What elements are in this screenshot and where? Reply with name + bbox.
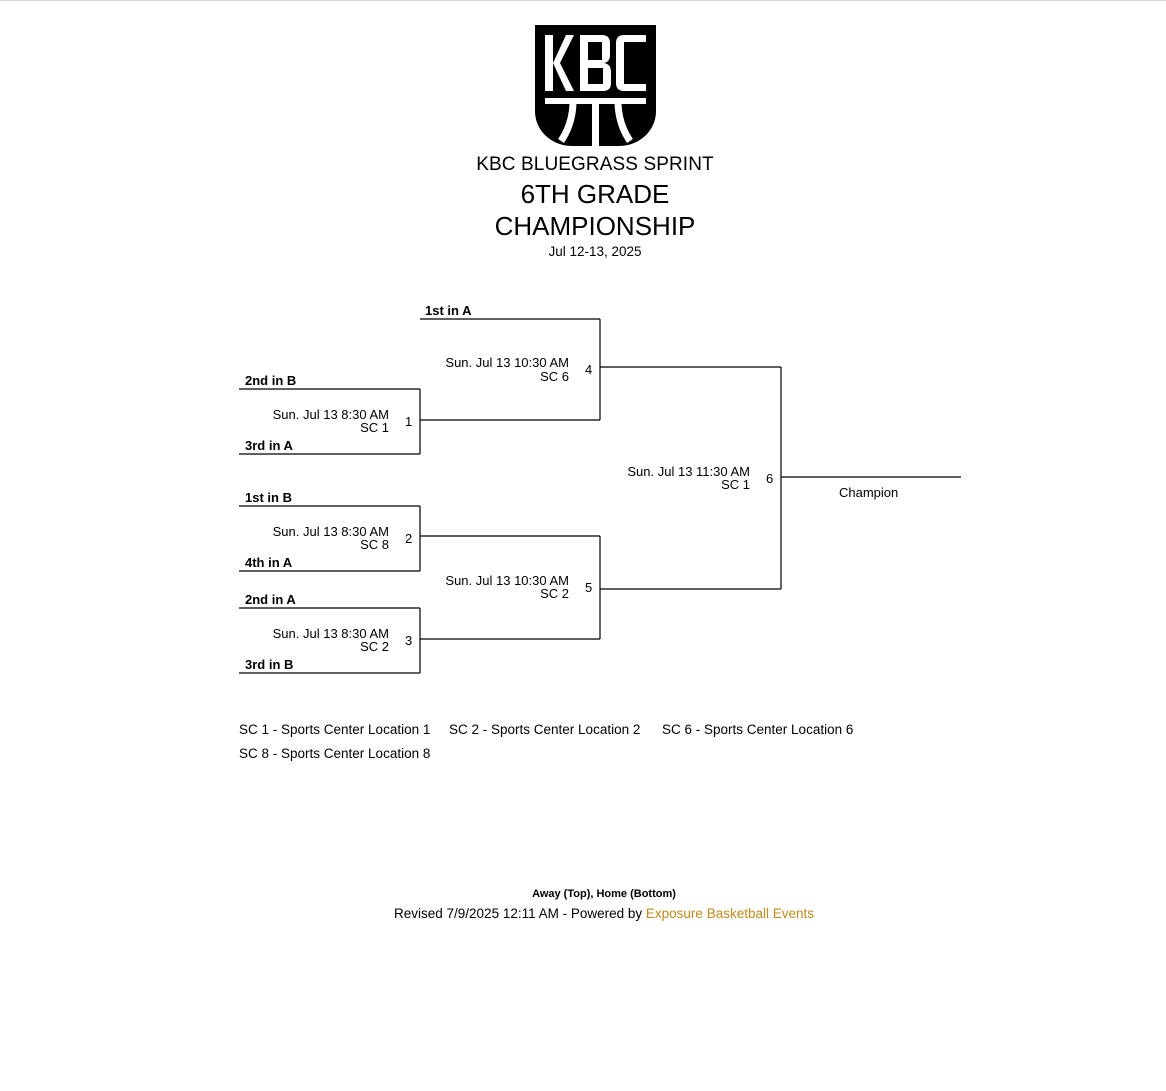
team-slot-4th-in-a: 4th in A (245, 555, 293, 570)
event-dates: Jul 12-13, 2025 (548, 244, 642, 259)
champion-label: Champion (839, 485, 899, 500)
game-number: 2 (405, 531, 413, 546)
game-number: 1 (405, 414, 413, 429)
game-location: SC 2 (540, 586, 569, 601)
team-slot-1st-in-b: 1st in B (245, 490, 292, 505)
team-slot-3rd-in-a: 3rd in A (245, 438, 293, 453)
game-time: Sun. Jul 13 8:30 AM (272, 524, 389, 539)
team-slot-2nd-in-a: 2nd in A (245, 592, 296, 607)
revised-text: Revised 7/9/2025 12:11 AM - Powered by (394, 906, 646, 921)
game-time: Sun. Jul 13 11:30 AM (627, 464, 750, 479)
game-number: 5 (585, 580, 593, 595)
game-location: SC 8 (360, 537, 389, 552)
team-slot-2nd-in-b: 2nd in B (245, 373, 297, 388)
game-number: 6 (766, 471, 774, 486)
bracket-lines (239, 318, 961, 674)
team-slot-3rd-in-b: 3rd in B (245, 657, 294, 672)
venue-legend-item: SC 6 - Sports Center Location 6 (662, 722, 854, 737)
game-location: SC 6 (540, 369, 569, 384)
event-title-line-2: CHAMPIONSHIP (494, 211, 696, 241)
event-title: 6TH GRADE CHAMPIONSHIP (0, 178, 1166, 242)
kbc-logo (535, 25, 656, 146)
game-time: Sun. Jul 13 8:30 AM (272, 626, 389, 641)
game-location: SC 2 (360, 639, 389, 654)
game-number: 3 (405, 633, 413, 648)
game-time: Sun. Jul 13 10:30 AM (445, 573, 569, 588)
venue-legend-item: SC 2 - Sports Center Location 2 (449, 722, 641, 737)
home-away-note: Away (Top), Home (Bottom) (532, 888, 676, 900)
game-location: SC 1 (360, 420, 389, 435)
exposure-link[interactable]: Exposure Basketball Events (645, 906, 814, 921)
game-time: Sun. Jul 13 10:30 AM (445, 355, 569, 370)
team-slot-1st-in-a: 1st in A (425, 303, 472, 318)
venue-legend-item: SC 1 - Sports Center Location 1 (239, 722, 431, 737)
event-title-line-1: 6TH GRADE (520, 179, 670, 209)
top-border (0, 0, 1166, 1)
game-location: SC 1 (721, 477, 750, 492)
event-org-title: KBC BLUEGRASS SPRINT (476, 154, 714, 175)
revised-line: Revised 7/9/2025 12:11 AM - Powered by E… (0, 906, 1166, 921)
game-number: 4 (585, 362, 593, 377)
venue-legend-item: SC 8 - Sports Center Location 8 (239, 746, 431, 761)
game-time: Sun. Jul 13 8:30 AM (272, 407, 389, 422)
